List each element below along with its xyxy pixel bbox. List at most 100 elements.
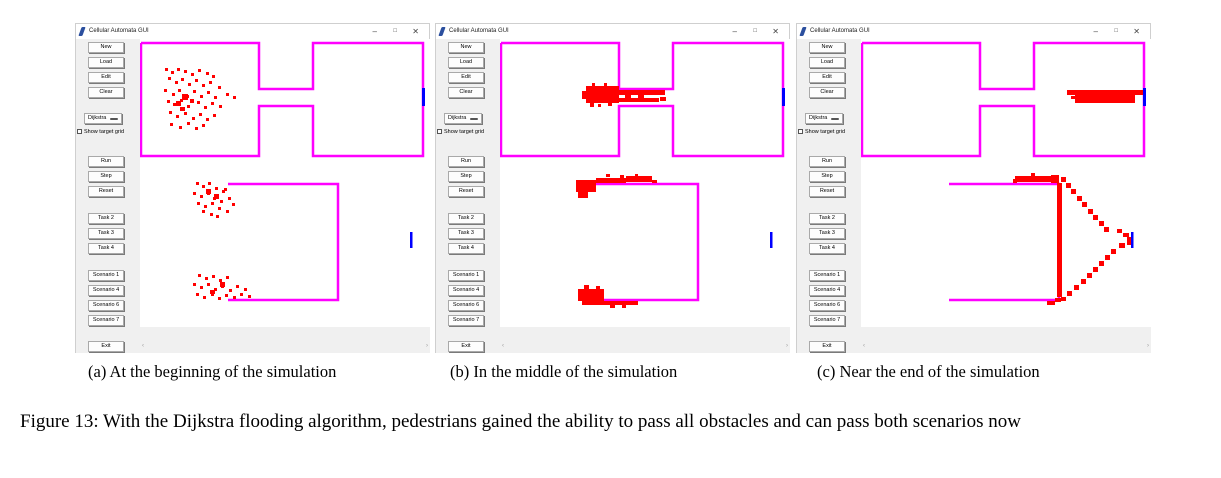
pedestrian xyxy=(1087,273,1092,278)
algorithm-select[interactable]: Dijkstra xyxy=(444,113,482,124)
reset-button[interactable]: Reset xyxy=(809,186,845,197)
pedestrian xyxy=(193,90,196,93)
checkbox-icon[interactable] xyxy=(798,129,803,135)
load-button[interactable]: Load xyxy=(448,57,484,68)
scenario-1-button[interactable]: Scenario 1 xyxy=(88,270,124,281)
scenario-7-button[interactable]: Scenario 7 xyxy=(809,315,845,326)
grid-canvas[interactable] xyxy=(500,39,790,341)
pedestrian xyxy=(198,274,201,277)
task-4-button[interactable]: Task 4 xyxy=(88,243,124,254)
checkbox-icon[interactable] xyxy=(77,129,82,135)
task-2-button[interactable]: Task 2 xyxy=(88,213,124,224)
scroll-left-icon[interactable]: ‹ xyxy=(502,343,504,349)
scroll-right-icon[interactable]: › xyxy=(426,343,428,349)
step-button[interactable]: Step xyxy=(448,171,484,182)
scenario-4-button[interactable]: Scenario 4 xyxy=(809,285,845,296)
scenario-6-button[interactable]: Scenario 6 xyxy=(88,300,124,311)
subcaption-b: (b) In the middle of the simulation xyxy=(450,362,678,381)
pedestrians xyxy=(164,68,251,300)
scenario-1-button[interactable]: Scenario 1 xyxy=(448,270,484,281)
feather-icon xyxy=(78,27,86,36)
task-3-button[interactable]: Task 3 xyxy=(88,228,124,239)
task-4-button[interactable]: Task 4 xyxy=(448,243,484,254)
reset-button[interactable]: Reset xyxy=(88,186,124,197)
load-button[interactable]: Load xyxy=(88,57,124,68)
load-button[interactable]: Load xyxy=(809,57,845,68)
step-button[interactable]: Step xyxy=(88,171,124,182)
pedestrian xyxy=(198,69,201,72)
task-2-button[interactable]: Task 2 xyxy=(448,213,484,224)
gui-window-a: Cellular Automata GUI – □ ✕ New Load Edi… xyxy=(75,23,430,353)
scenario-1-button[interactable]: Scenario 1 xyxy=(809,270,845,281)
subcaption-a: (a) At the beginning of the simulation xyxy=(88,362,337,381)
show-target-grid-toggle[interactable]: Show target grid xyxy=(798,128,862,136)
close-button[interactable]: ✕ xyxy=(412,27,419,36)
simulation-canvas[interactable]: ‹ › xyxy=(861,39,1151,353)
edit-button[interactable]: Edit xyxy=(448,72,484,83)
scroll-left-icon[interactable]: ‹ xyxy=(863,343,865,349)
algorithm-select[interactable]: Dijkstra xyxy=(84,113,122,124)
scenario-4-button[interactable]: Scenario 4 xyxy=(88,285,124,296)
scroll-right-icon[interactable]: › xyxy=(1147,343,1149,349)
simulation-canvas[interactable]: ‹ › xyxy=(140,39,430,353)
checkbox-icon[interactable] xyxy=(437,129,442,135)
pedestrian xyxy=(212,75,215,78)
minimize-button[interactable]: – xyxy=(372,27,377,36)
gui-window-b: Cellular Automata GUI – □ ✕ New Load Edi… xyxy=(435,23,790,353)
grid-canvas[interactable] xyxy=(140,39,430,341)
task-3-button[interactable]: Task 3 xyxy=(448,228,484,239)
pedestrian xyxy=(608,103,612,106)
algorithm-select[interactable]: Dijkstra xyxy=(805,113,843,124)
pedestrian xyxy=(209,81,212,84)
pedestrian xyxy=(1013,179,1017,183)
maximize-button[interactable]: □ xyxy=(1114,28,1118,34)
pedestrian xyxy=(199,113,202,116)
pedestrian xyxy=(233,296,236,299)
maximize-button[interactable]: □ xyxy=(393,28,397,34)
scenario-6-button[interactable]: Scenario 6 xyxy=(809,300,845,311)
exit-button[interactable]: Exit xyxy=(88,341,124,352)
step-button[interactable]: Step xyxy=(809,171,845,182)
pedestrian xyxy=(1015,176,1051,182)
minimize-button[interactable]: – xyxy=(1093,27,1098,36)
maximize-button[interactable]: □ xyxy=(753,28,757,34)
run-button[interactable]: Run xyxy=(809,156,845,167)
close-button[interactable]: ✕ xyxy=(772,27,779,36)
show-target-grid-toggle[interactable]: Show target grid xyxy=(77,128,141,136)
pedestrian xyxy=(1075,95,1135,103)
clear-button[interactable]: Clear xyxy=(88,87,124,98)
horizontal-scrollbar[interactable]: ‹ › xyxy=(140,341,430,353)
pedestrian xyxy=(1067,291,1072,296)
new-button[interactable]: New xyxy=(809,42,845,53)
task-2-button[interactable]: Task 2 xyxy=(809,213,845,224)
close-button[interactable]: ✕ xyxy=(1133,27,1140,36)
clear-button[interactable]: Clear xyxy=(448,87,484,98)
new-button[interactable]: New xyxy=(88,42,124,53)
grid-canvas[interactable] xyxy=(861,39,1151,341)
reset-button[interactable]: Reset xyxy=(448,186,484,197)
horizontal-scrollbar[interactable]: ‹ › xyxy=(861,341,1151,353)
edit-button[interactable]: Edit xyxy=(809,72,845,83)
clear-button[interactable]: Clear xyxy=(809,87,845,98)
horizontal-scrollbar[interactable]: ‹ › xyxy=(500,341,790,353)
new-button[interactable]: New xyxy=(448,42,484,53)
exit-button[interactable]: Exit xyxy=(448,341,484,352)
pedestrian xyxy=(187,122,190,125)
scenario-4-button[interactable]: Scenario 4 xyxy=(448,285,484,296)
scenario-7-button[interactable]: Scenario 7 xyxy=(448,315,484,326)
pedestrian xyxy=(178,89,181,92)
scenario-7-button[interactable]: Scenario 7 xyxy=(88,315,124,326)
scroll-right-icon[interactable]: › xyxy=(786,343,788,349)
simulation-canvas[interactable]: ‹ › xyxy=(500,39,790,353)
task-4-button[interactable]: Task 4 xyxy=(809,243,845,254)
run-button[interactable]: Run xyxy=(448,156,484,167)
show-target-grid-toggle[interactable]: Show target grid xyxy=(437,128,501,136)
pedestrian xyxy=(1105,255,1110,260)
scenario-6-button[interactable]: Scenario 6 xyxy=(448,300,484,311)
minimize-button[interactable]: – xyxy=(732,27,737,36)
task-3-button[interactable]: Task 3 xyxy=(809,228,845,239)
edit-button[interactable]: Edit xyxy=(88,72,124,83)
run-button[interactable]: Run xyxy=(88,156,124,167)
scroll-left-icon[interactable]: ‹ xyxy=(142,343,144,349)
exit-button[interactable]: Exit xyxy=(809,341,845,352)
